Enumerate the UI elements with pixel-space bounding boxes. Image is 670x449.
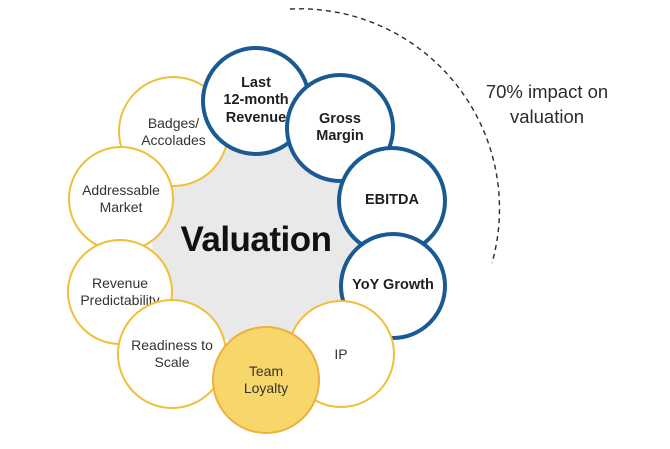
factor-circle-addressable-market: Addressable Market	[68, 146, 174, 252]
factor-label-yoy-growth: YoY Growth	[352, 277, 434, 294]
factor-circle-readiness-to-scale: Readiness to Scale	[117, 299, 227, 409]
factor-label-ebitda: EBITDA	[365, 192, 419, 209]
factor-label-ip: IP	[334, 345, 348, 362]
factor-label-readiness-to-scale: Readiness to Scale	[131, 337, 213, 370]
factor-circle-team-loyalty: Team Loyalty	[212, 326, 320, 434]
factor-label-addressable-market: Addressable Market	[82, 182, 160, 215]
factor-label-team-loyalty: Team Loyalty	[243, 363, 289, 396]
valuation-center-label: Valuation	[180, 220, 332, 260]
factor-label-revenue-predictability: Revenue Predictability	[80, 275, 160, 308]
factor-label-badges-accolades: Badges/ Accolades	[141, 114, 206, 148]
factor-label-gross-margin: Gross Margin	[316, 110, 364, 144]
factor-circle-gross-margin: Gross Margin	[285, 73, 395, 183]
impact-annotation: 70% impact on valuation	[485, 81, 609, 127]
factor-label-last-12-month-revenue: Last 12-month Revenue	[223, 75, 289, 126]
